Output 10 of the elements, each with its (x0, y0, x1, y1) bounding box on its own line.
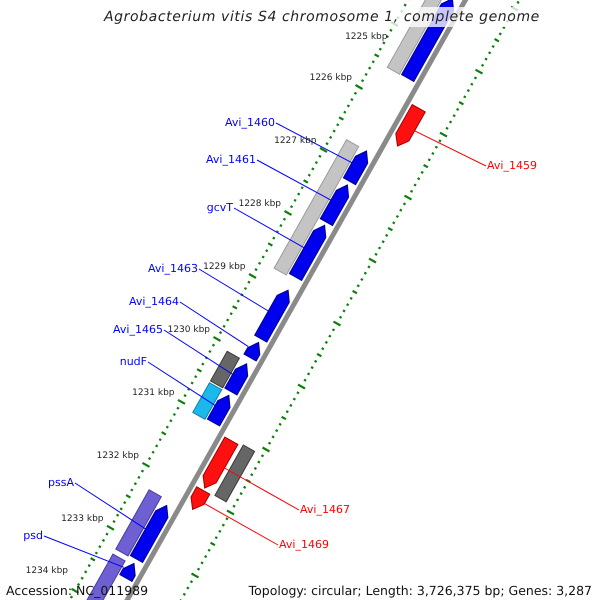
scale-label: 1231 kbp (132, 388, 174, 398)
scale-label: 1232 kbp (96, 450, 139, 461)
scale-label: 1230 kbp (168, 324, 210, 336)
genome-info-text: Topology: circular; Length: 3,726,375 bp; Genes: 3,287 (248, 584, 592, 598)
scale-label: 1226 kbp (310, 72, 352, 84)
scale-label: 1228 kbp (238, 198, 281, 210)
scale-label: 1225 kbp (345, 32, 388, 42)
scale-label: 1229 kbp (203, 262, 246, 272)
scale-label: 1233 kbp (61, 514, 104, 524)
scale-label: 1234 kbp (26, 566, 68, 576)
